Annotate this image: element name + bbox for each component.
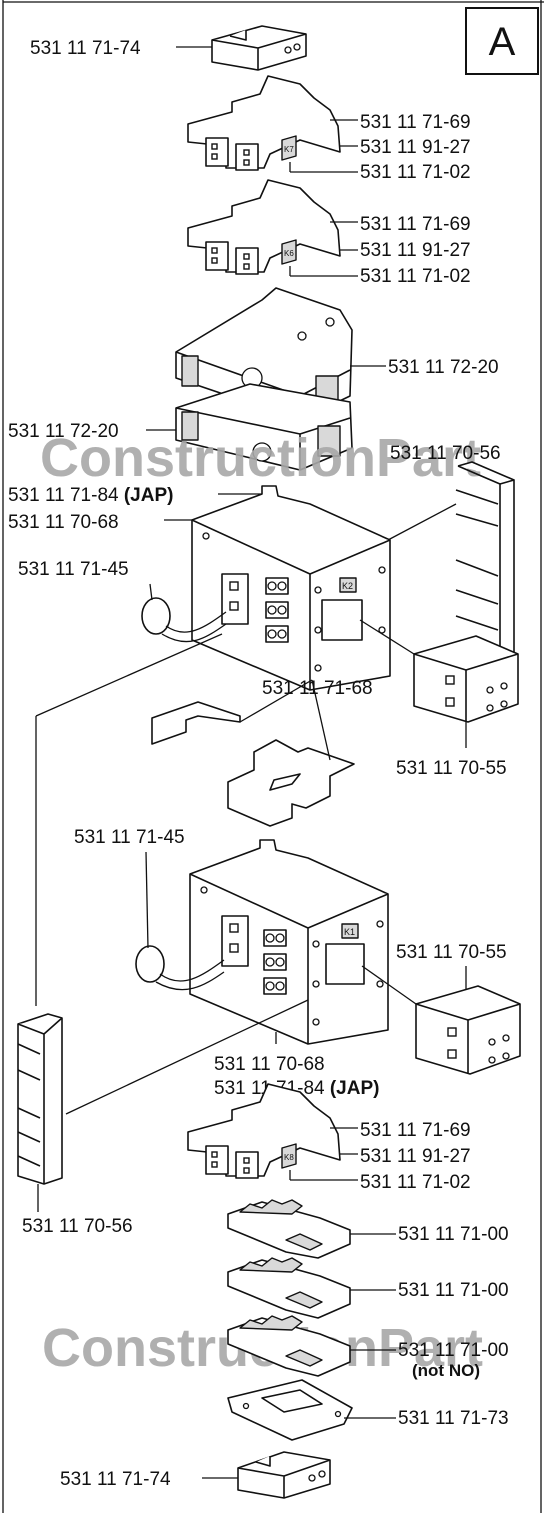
surge-suppressor-top <box>141 597 227 643</box>
panel-letter: A <box>489 20 516 64</box>
label-bus-left: 531 11 70-56 <box>22 1216 133 1237</box>
label-aux3-a: 531 11 71-69 <box>360 1120 471 1141</box>
tag-k7: K7 <box>284 145 294 154</box>
watermark-top: ConstructionPart <box>40 428 481 488</box>
aux-contact-block-2: K6 <box>187 179 341 275</box>
label-block-top: 531 11 70-55 <box>396 758 507 779</box>
label-suppressor-top: 531 11 71-45 <box>18 559 129 580</box>
label-aux2-b: 531 11 91-27 <box>360 240 471 261</box>
contactor-k1: K1 <box>189 839 389 1045</box>
aux-contact-block-1: K7 <box>187 75 341 171</box>
label-base-plate: 531 11 71-73 <box>398 1408 509 1429</box>
tag-k2: K2 <box>342 581 353 591</box>
label-plate-2: 531 11 71-00 <box>398 1280 509 1301</box>
mounting-plate-2 <box>227 1257 351 1319</box>
label-aux1-b: 531 11 91-27 <box>360 137 471 158</box>
label-top-cover: 531 11 71-74 <box>30 38 141 59</box>
label-bus-top: 531 11 70-56 <box>390 443 501 464</box>
mechanical-interlock <box>151 701 355 827</box>
label-aux1-c: 531 11 71-02 <box>360 162 471 183</box>
label-breaker-right: 531 11 72-20 <box>388 357 499 378</box>
base-plate <box>227 1379 353 1441</box>
contactor-k2: K2 <box>191 485 391 691</box>
label-k1-main: 531 11 70-68 <box>214 1054 325 1075</box>
label-aux1-a: 531 11 71-69 <box>360 112 471 133</box>
circuit-breaker-upper <box>175 287 353 421</box>
surge-suppressor-mid <box>135 945 225 991</box>
tag-k1: K1 <box>344 927 355 937</box>
label-k2-jap: 531 11 71-84 (JAP) <box>8 485 173 506</box>
auxiliary-block-top <box>413 635 519 723</box>
aux-contact-block-3: K8 <box>187 1083 341 1179</box>
label-k2-main: 531 11 70-68 <box>8 512 119 533</box>
label-aux3-b: 531 11 91-27 <box>360 1146 471 1167</box>
label-breaker-left: 531 11 72-20 <box>8 421 119 442</box>
label-aux2-a: 531 11 71-69 <box>360 214 471 235</box>
label-interlock: 531 11 71-68 <box>262 678 373 699</box>
bus-bar-top <box>455 461 515 667</box>
label-plate-3: 531 11 71-00 <box>398 1340 509 1361</box>
circuit-breaker-lower <box>175 383 353 471</box>
auxiliary-block-mid <box>415 985 521 1075</box>
label-plate-3-note: (not NO) <box>412 1361 480 1380</box>
label-bottom-cover: 531 11 71-74 <box>60 1469 171 1490</box>
label-aux3-c: 531 11 71-02 <box>360 1172 471 1193</box>
mounting-plate-3 <box>227 1315 351 1377</box>
label-plate-1: 531 11 71-00 <box>398 1224 509 1245</box>
label-aux2-c: 531 11 71-02 <box>360 266 471 287</box>
top-cover-part <box>211 25 307 71</box>
panel-letter-box: A <box>465 7 539 75</box>
mounting-plate-1 <box>227 1199 351 1259</box>
tag-k6: K6 <box>284 249 294 258</box>
label-block-mid: 531 11 70-55 <box>396 942 507 963</box>
bus-bar-left <box>17 1013 63 1185</box>
tag-k8: K8 <box>284 1153 294 1162</box>
bottom-cover-part <box>237 1451 331 1499</box>
label-suppressor-mid: 531 11 71-45 <box>74 827 185 848</box>
